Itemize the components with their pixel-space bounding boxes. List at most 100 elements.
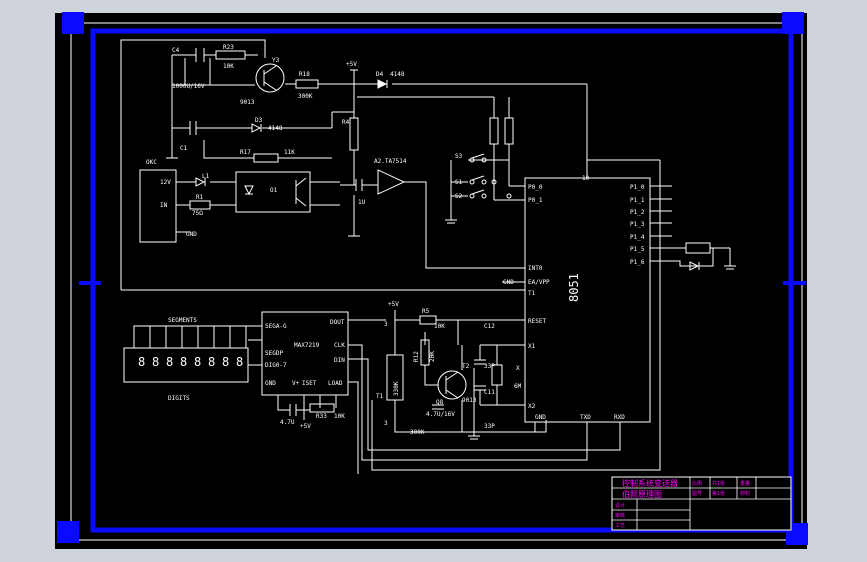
mcu-pin-reset: RESET <box>528 318 546 325</box>
r1-resistor <box>189 200 211 210</box>
gnd-label: GND <box>186 231 197 238</box>
mcu-pin-x1: X1 <box>528 343 536 350</box>
12v-label: 12V <box>160 179 171 186</box>
mcu-pin-p12: P1_2 <box>630 209 645 216</box>
digit: 8 <box>152 355 159 369</box>
title-cell-sheets: 共1张 <box>712 480 725 487</box>
title-cell-scale: 比例 <box>692 480 702 487</box>
t-9013-label: 9013 <box>462 397 477 404</box>
mcu-pin-gnd: GND <box>535 414 546 421</box>
title-cell-drawno: 图号 <box>692 491 702 497</box>
driver-labels: SEGA-G SEGDP DIG0-7 GND DOUT CLK DIN LOA… <box>168 317 345 430</box>
title-cell-review: 审核 <box>615 512 625 519</box>
mcu-top-pin: 10 <box>582 175 590 182</box>
pullup-resistor <box>489 117 499 145</box>
mcu-pin-p16: P1_6 <box>630 259 645 266</box>
s2-label: S2 <box>455 193 463 200</box>
pin3-top-label: 3 <box>384 321 388 328</box>
t2-transistor <box>437 370 467 400</box>
component-labels: C4 R23 10K Y3 1000U/16V 9013 R18 300K +5… <box>146 44 463 238</box>
title-cell-material: 材料 <box>740 490 750 497</box>
d3-diode <box>251 123 262 133</box>
mcu-pin-p01: P0_1 <box>528 197 543 204</box>
cx1-value: 33P <box>484 363 495 370</box>
cx2-value: 33P <box>484 423 495 430</box>
mcu-pin-x2: X2 <box>528 403 536 410</box>
plus5v-label: +5V <box>346 61 357 68</box>
title-cell-sheet: 第1张 <box>712 490 725 497</box>
330k-label: 330K <box>393 381 400 396</box>
mcu-pin-p10: P1_0 <box>630 184 645 191</box>
r12-label: R12 <box>413 351 420 362</box>
title-cell-process: 工艺 <box>615 523 625 529</box>
reset-labels: +5V R5 10K R12 20K 330K T1 3 3 T2 Q8 4.7… <box>376 279 522 436</box>
r1-value: 75Ω <box>192 210 203 217</box>
title-line-1: 控制系统变送器 <box>622 478 678 488</box>
pin3-label: 3 <box>384 420 388 427</box>
title-cell-weight: 重量 <box>740 480 750 487</box>
driver-pin-vplus: V+ <box>292 380 300 387</box>
r33-resistor <box>309 403 335 413</box>
max7219-chip <box>261 311 349 396</box>
t1-label: T1 <box>376 393 384 400</box>
d3-value: 4148 <box>268 125 283 132</box>
output-resistor <box>685 242 711 254</box>
driver-pin-din: DIN <box>334 357 345 364</box>
title-line-2: 伯照原理图 <box>622 489 662 499</box>
o1-optocoupler <box>235 171 311 213</box>
digit: 8 <box>194 355 201 369</box>
driver-5v-label: +5V <box>300 423 311 430</box>
r33-value: 10K <box>334 413 345 420</box>
okc-label: OKC <box>146 159 157 166</box>
d4-label: D4 <box>376 71 384 78</box>
q8-value: 4.7U/16V <box>426 411 455 418</box>
digit: 8 <box>180 355 187 369</box>
r17-value: 11K <box>284 149 295 156</box>
y3-transistor <box>255 63 285 93</box>
r23-value: 10K <box>223 63 234 70</box>
mcu-pin-p13: P1_3 <box>630 221 645 228</box>
digit: 8 <box>166 355 173 369</box>
segments-label: SEGMENTS <box>168 317 197 324</box>
cx1-label: C12 <box>484 323 495 330</box>
d4-diode <box>377 79 388 89</box>
r5-resistor <box>419 315 437 325</box>
mcu-pin-t1: T1 <box>528 290 536 297</box>
mcu-pin-labels: 10 P0_0 P0_1 INT0 EA/VPP T1 RESET X1 X2 … <box>528 175 645 421</box>
driver-pin-dig: DIG0-7 <box>265 362 287 369</box>
display-digits: 8 8 8 8 8 8 8 8 <box>138 355 243 369</box>
r18-value: 300K <box>298 93 313 100</box>
l1-label: L1 <box>202 173 210 180</box>
output-diode <box>689 261 700 271</box>
opamp-label: A2.TA7514 <box>374 158 407 165</box>
border-frame <box>70 22 806 541</box>
mcu-pin-p15: P1_5 <box>630 246 645 253</box>
mcu-8051-chip <box>524 177 651 423</box>
mcu-pin-txd: TXD <box>580 414 591 421</box>
1u-label: 1U <box>358 199 366 206</box>
r5-value: 10K <box>434 323 445 330</box>
in-label: IN <box>160 202 168 209</box>
title-block: 控制系统变送器 伯照原理图 比例 图号 重量 材料 设计 审核 工艺 共1张 第… <box>611 476 792 531</box>
reset-gnd-label: 300K <box>410 429 425 436</box>
s1-label: S1 <box>455 179 463 186</box>
driver-pin-gnd: GND <box>265 380 276 387</box>
cx2-label: C11 <box>484 389 495 396</box>
c1-label: C1 <box>180 145 188 152</box>
r12-value: 20K <box>429 351 436 362</box>
mcu-pin-rxd: RXD <box>614 414 625 421</box>
r17-label: R17 <box>240 149 251 156</box>
digit: 8 <box>208 355 215 369</box>
driver-pin-clk: CLK <box>334 342 345 349</box>
crystal-value: 6M <box>514 383 522 390</box>
driver-pin-sega-g: SEGA-G <box>265 323 287 330</box>
o1-label: O1 <box>270 187 278 194</box>
r1-label: R1 <box>196 194 204 201</box>
digits-label: DIGITS <box>168 395 190 402</box>
s3-label: S3 <box>455 153 463 160</box>
y3-label: Y3 <box>272 57 280 64</box>
driver-pin-segdp: SEGDP <box>265 350 283 357</box>
mcu-pin-p11: P1_1 <box>630 197 645 204</box>
switch-s2 <box>469 189 512 199</box>
r4-label: R4 <box>342 119 350 126</box>
